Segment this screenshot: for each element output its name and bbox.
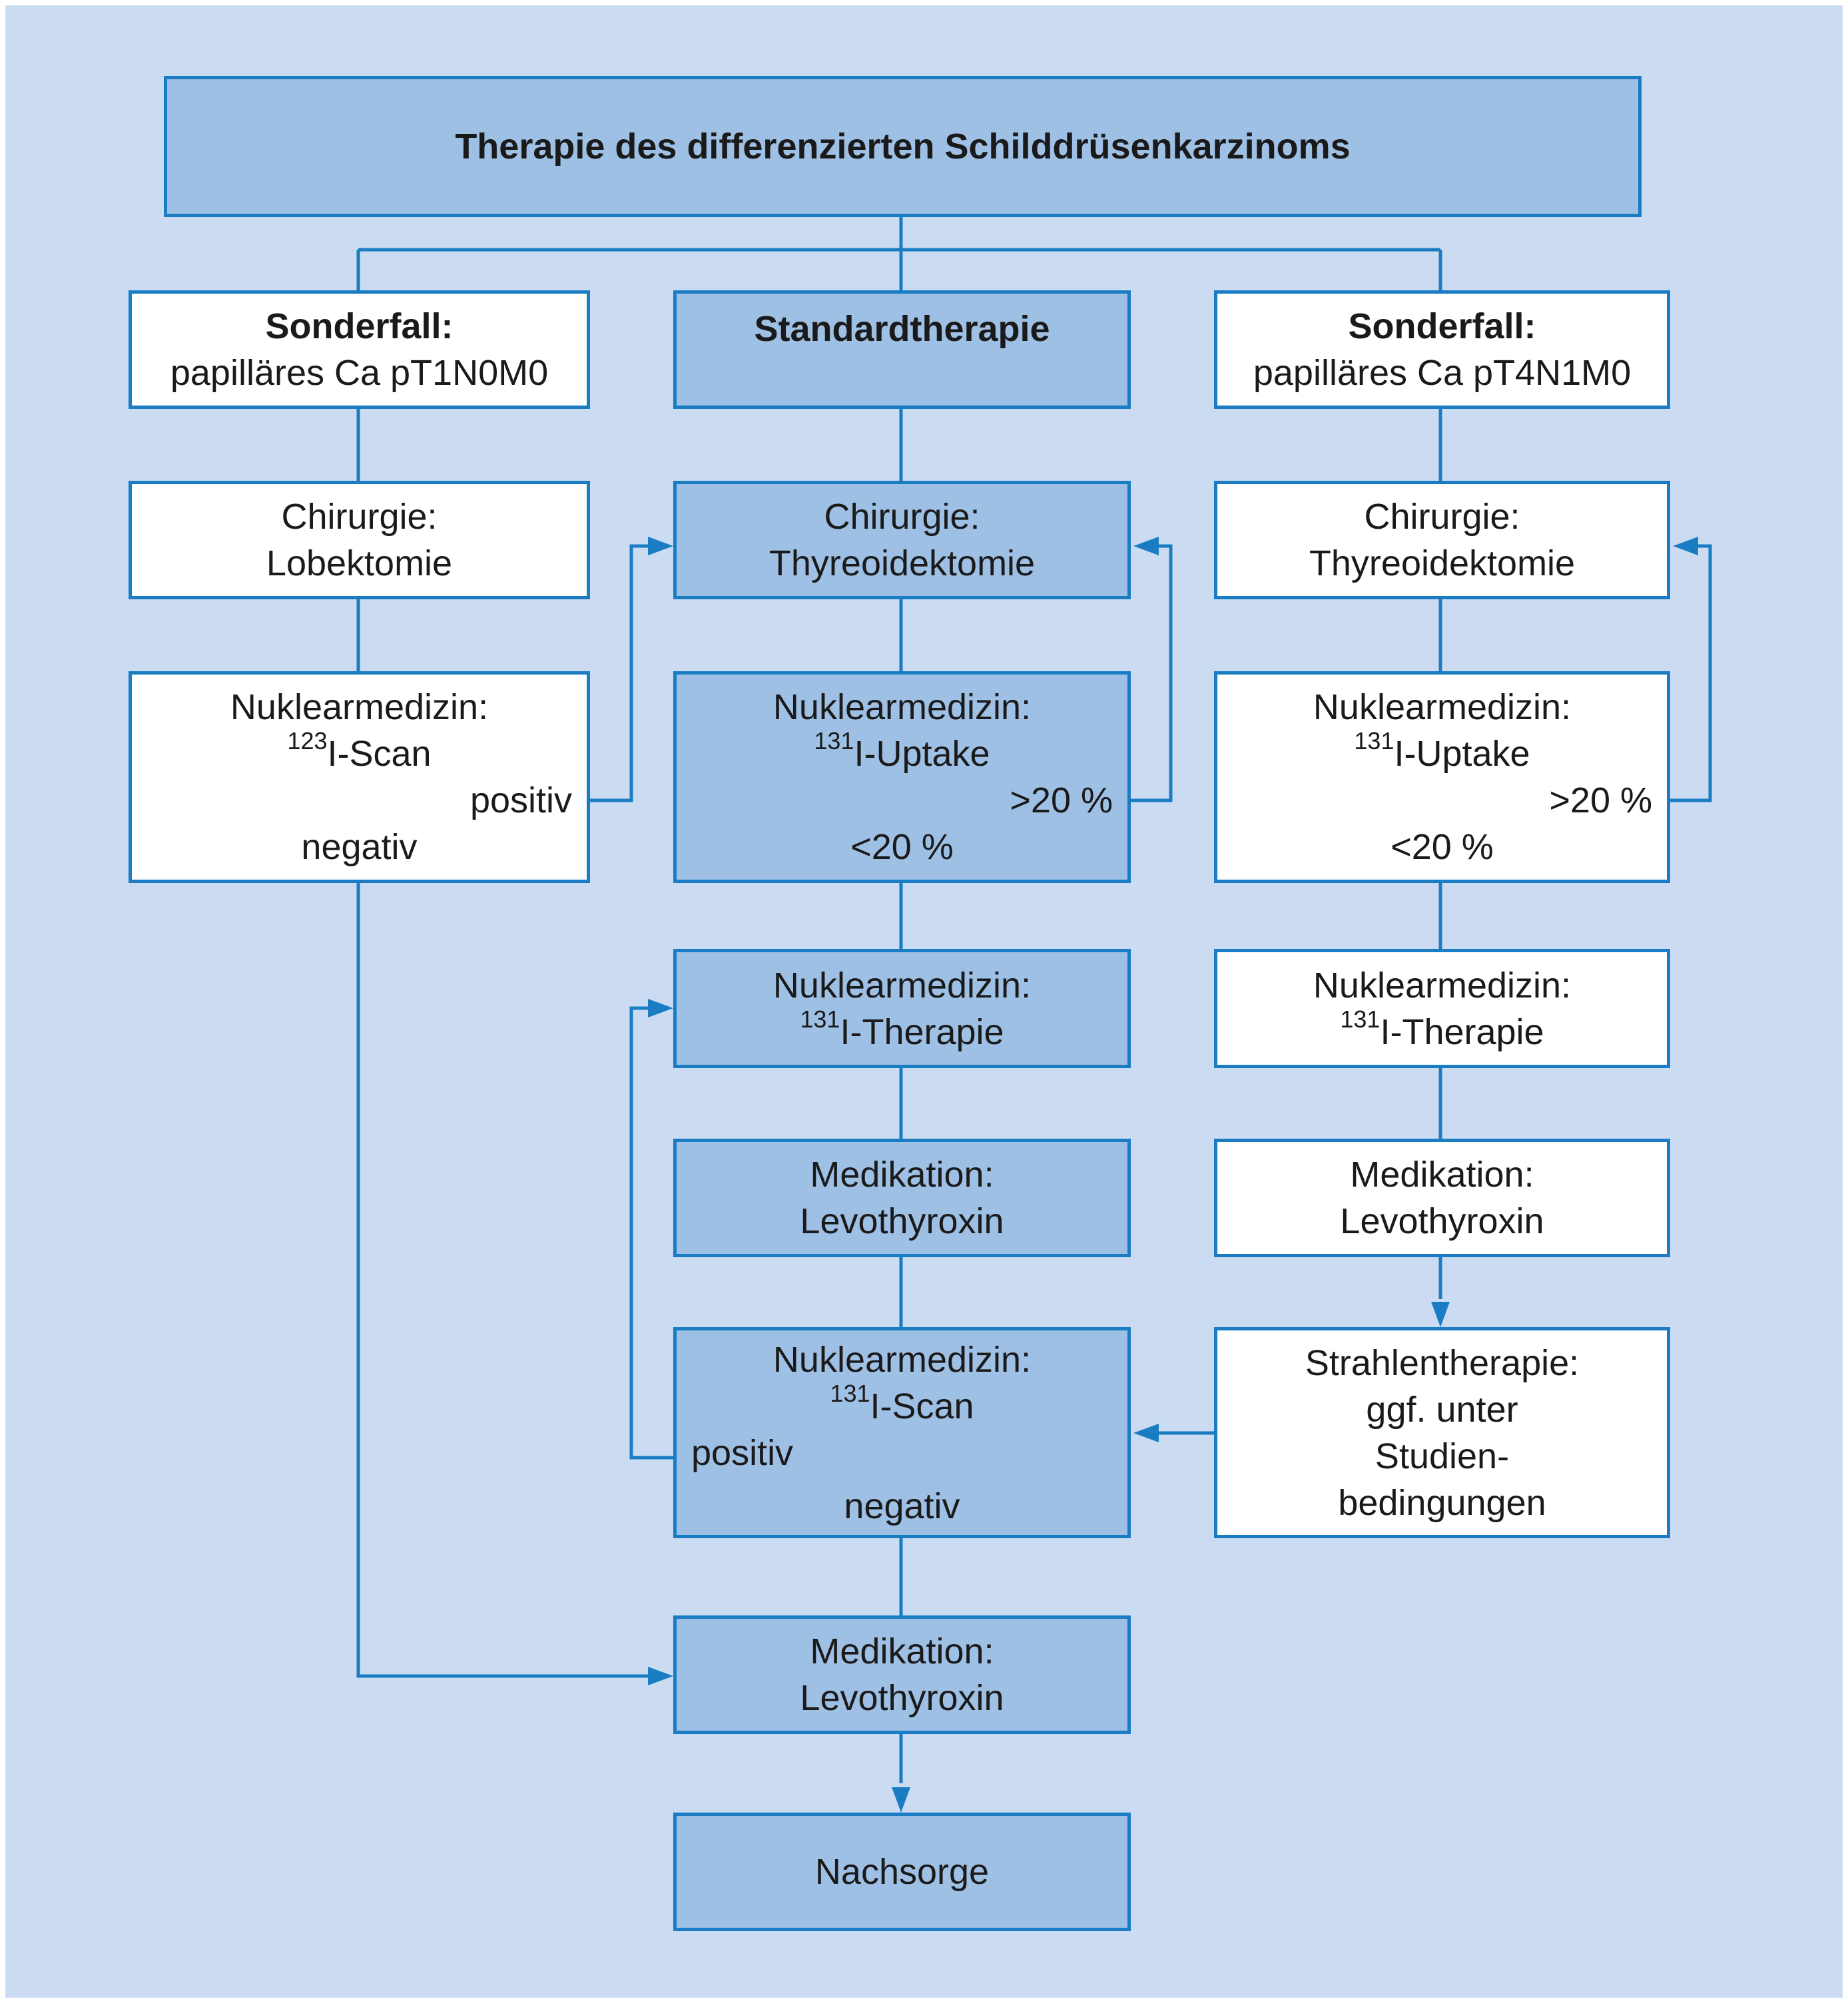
center-uptake-low: <20 % [850, 827, 954, 867]
center-therapy-line2: 131I-Therapie [677, 1007, 1127, 1055]
left-surgery-line1: Chirurgie: [281, 497, 438, 537]
center-uptake-line1: Nuklearmedizin: [772, 687, 1032, 727]
center-scan-negative: negativ [844, 1486, 960, 1526]
connector-center-uptake-loop [1131, 544, 1173, 802]
right-therapy-box: Nuklearmedizin: 131I-Therapie [1214, 949, 1670, 1068]
center-medication1-line1: Medikation: [810, 1155, 994, 1195]
center-scan-line2: 131I-Scan [677, 1379, 1127, 1430]
title-text: Therapie des differenzierten Schilddrüse… [455, 127, 1351, 166]
center-medication2-line1: Medikation: [810, 1631, 994, 1671]
left-nuclear-scan-box: Nuklearmedizin: 123I-Scan positiv negati… [129, 671, 590, 883]
right-therapy-line2: 131I-Therapie [1217, 1007, 1667, 1055]
connector-left-positive [590, 544, 661, 802]
left-nuclear-scan-name: I-Scan [327, 734, 432, 774]
right-therapy-line1: Nuklearmedizin: [1313, 965, 1572, 1005]
arrowhead-left-positive [648, 537, 673, 555]
left-header-text: papilläres Ca pT1N0M0 [170, 353, 549, 393]
center-medication1-line2: Levothyroxin [800, 1201, 1004, 1241]
center-header-box: Standardtherapie [673, 290, 1131, 409]
center-therapy-isotope: 131 [800, 1005, 840, 1033]
right-surgery-box: Chirurgie: Thyreoidektomie [1214, 481, 1670, 599]
center-aftercare-box: Nachsorge [673, 1813, 1131, 1931]
center-surgery-box: Chirurgie: Thyreoidektomie [673, 481, 1131, 599]
center-surgery-line1: Chirurgie: [824, 497, 980, 537]
right-uptake-low: <20 % [1390, 827, 1494, 867]
right-uptake-name: I-Uptake [1394, 734, 1530, 774]
right-therapy-name: I-Therapie [1380, 1011, 1544, 1052]
right-therapy-isotope: 131 [1340, 1005, 1381, 1033]
diagram-canvas: Therapie des differenzierten Schilddrüse… [5, 5, 1843, 1998]
connector-left-negative [356, 883, 661, 1678]
connector-lines [356, 217, 1712, 1813]
center-aftercare-text: Nachsorge [814, 1852, 990, 1892]
arrowhead-center-scan [648, 999, 673, 1017]
center-uptake-line2: 131I-Uptake [677, 727, 1127, 777]
right-uptake-line1: Nuklearmedizin: [1313, 687, 1572, 727]
left-surgery-box: Chirurgie: Lobektomie [129, 481, 590, 599]
center-uptake-box: Nuklearmedizin: 131I-Uptake >20 % <20 % [673, 671, 1131, 883]
center-therapy-box: Nuklearmedizin: 131I-Therapie [673, 949, 1131, 1068]
center-medication2-line2: Levothyroxin [800, 1678, 1004, 1718]
arrowhead-center-aftercare [892, 1787, 910, 1813]
right-uptake-line2: 131I-Uptake [1217, 727, 1667, 777]
right-radiation-line2: ggf. unter [1366, 1389, 1518, 1430]
right-radiation-line3: Studien- [1375, 1436, 1510, 1476]
diagram-title: Therapie des differenzierten Schilddrüse… [164, 76, 1642, 217]
arrowhead-center-uptake [1133, 537, 1159, 555]
center-medication1-box: Medikation: Levothyroxin [673, 1139, 1131, 1257]
right-header-text: papilläres Ca pT4N1M0 [1253, 353, 1632, 393]
center-medication2-box: Medikation: Levothyroxin [673, 1615, 1131, 1734]
right-medication-line1: Medikation: [1350, 1155, 1534, 1195]
center-scan-isotope: 131 [830, 1379, 870, 1407]
right-surgery-line2: Thyreoidektomie [1309, 543, 1576, 583]
right-uptake-isotope: 131 [1354, 727, 1394, 754]
right-radiation-box: Strahlentherapie: ggf. unter Studien- be… [1214, 1327, 1670, 1538]
arrowhead-left-negative [648, 1667, 673, 1685]
left-header-label: Sonderfall: [265, 306, 454, 346]
center-surgery-line2: Thyreoidektomie [769, 543, 1036, 583]
connector-right-uptake-loop [1670, 544, 1712, 802]
right-radiation-line1: Strahlentherapie: [1305, 1342, 1580, 1383]
center-scan-line1: Nuklearmedizin: [772, 1339, 1032, 1380]
right-header-label: Sonderfall: [1348, 306, 1536, 346]
center-uptake-isotope: 131 [814, 727, 854, 754]
center-header-label: Standardtherapie [754, 309, 1050, 349]
left-nuclear-positive: positiv [469, 780, 572, 820]
left-header-box: Sonderfall: papilläres Ca pT1N0M0 [129, 290, 590, 409]
left-nuclear-line1: Nuklearmedizin: [230, 687, 489, 727]
arrowhead-right-radiation [1431, 1302, 1450, 1327]
left-nuclear-line2: 123I-Scan [132, 727, 587, 777]
left-nuclear-isotope: 123 [287, 727, 328, 754]
arrowhead-right-uptake [1673, 537, 1698, 555]
left-nuclear-negative: negativ [301, 827, 418, 867]
center-uptake-name: I-Uptake [854, 734, 990, 774]
connector-center-scan-loop [629, 1006, 673, 1460]
right-uptake-high: >20 % [1549, 780, 1652, 820]
center-therapy-name: I-Therapie [840, 1011, 1004, 1052]
center-scan-positive: positiv [691, 1432, 794, 1473]
right-radiation-line4: bedingungen [1338, 1482, 1546, 1523]
center-scan-name: I-Scan [870, 1386, 974, 1426]
right-medication-box: Medikation: Levothyroxin [1214, 1139, 1670, 1257]
right-uptake-box: Nuklearmedizin: 131I-Uptake >20 % <20 % [1214, 671, 1670, 883]
left-surgery-line2: Lobektomie [266, 543, 453, 583]
center-scan-box: Nuklearmedizin: 131I-Scan positiv negati… [673, 1327, 1131, 1538]
right-header-box: Sonderfall: papilläres Ca pT4N1M0 [1214, 290, 1670, 409]
right-surgery-line1: Chirurgie: [1364, 497, 1520, 537]
arrowhead-radiation-to-scan [1133, 1424, 1159, 1442]
center-uptake-high: >20 % [1010, 780, 1113, 820]
right-medication-line2: Levothyroxin [1340, 1201, 1544, 1241]
center-therapy-line1: Nuklearmedizin: [772, 965, 1032, 1005]
